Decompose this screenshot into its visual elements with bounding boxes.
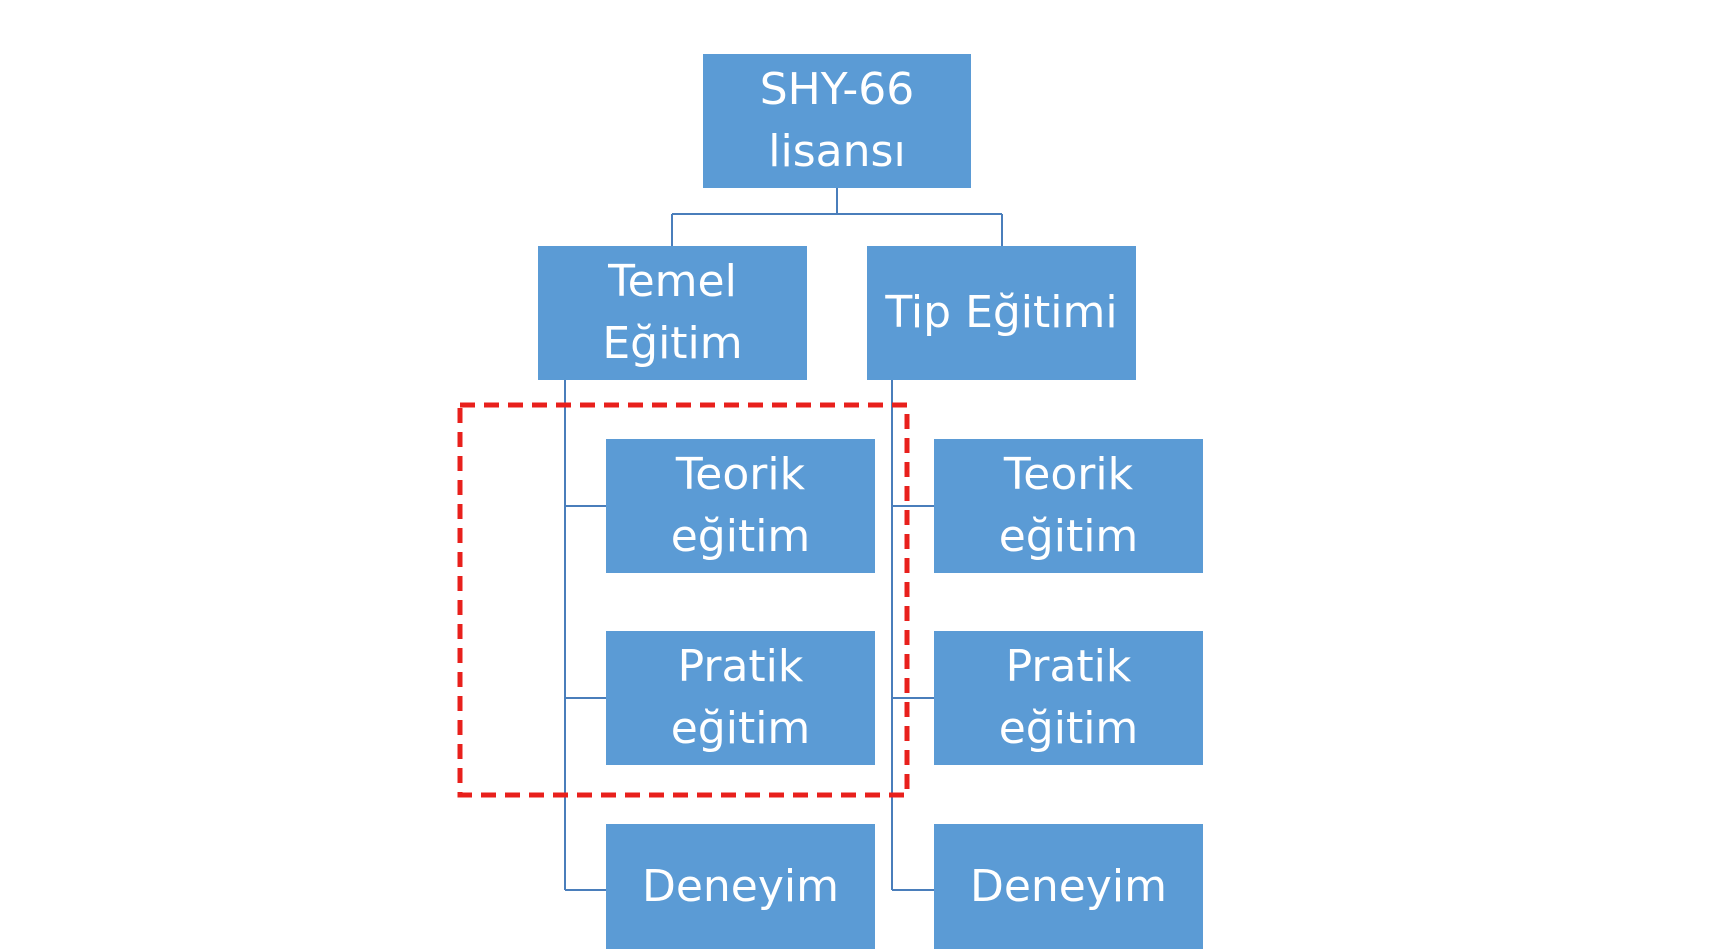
child-node-label: Deneyim <box>969 860 1168 912</box>
child-node-label: Pratik eğitim <box>670 641 811 754</box>
child-node-tip-pratik: Pratik eğitim <box>934 631 1203 765</box>
child-node-tip-deneyim: Deneyim <box>934 824 1203 949</box>
branch-node-label: Tip Eğitimi <box>885 287 1118 338</box>
root-node: SHY-66 lisansı <box>703 54 971 188</box>
branch-node-label: Temel Eğitim <box>602 256 743 369</box>
child-node-temel-teorik: Teorik eğitim <box>606 439 875 573</box>
root-node-label: SHY-66 lisansı <box>759 64 915 177</box>
child-node-label: Teorik eğitim <box>670 449 811 562</box>
child-node-label: Teorik eğitim <box>998 449 1139 562</box>
child-node-label: Pratik eğitim <box>998 641 1139 754</box>
branch-node-temel-egitim: Temel Eğitim <box>538 246 807 380</box>
highlight-dashed-box <box>457 402 910 798</box>
child-node-tip-teorik: Teorik eğitim <box>934 439 1203 573</box>
child-node-label: Deneyim <box>641 860 840 912</box>
child-node-temel-deneyim: Deneyim <box>606 824 875 949</box>
child-node-temel-pratik: Pratik eğitim <box>606 631 875 765</box>
branch-node-tip-egitimi: Tip Eğitimi <box>867 246 1136 380</box>
